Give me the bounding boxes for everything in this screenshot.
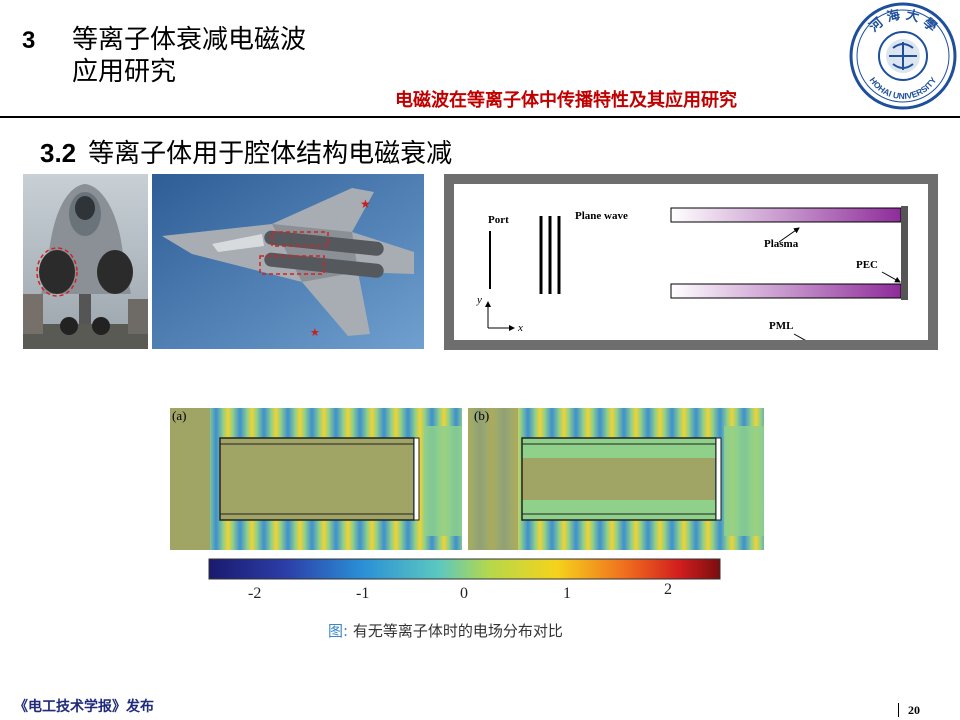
page-number-separator: [898, 703, 899, 717]
caption-prefix: 图:: [328, 622, 349, 640]
header-divider: [0, 116, 960, 118]
figure-caption: 图: 有无等离子体时的电场分布对比: [328, 620, 563, 641]
colorbar-tick: -2: [248, 585, 262, 602]
heading-title: 等离子体用于腔体结构电磁衰减: [88, 139, 453, 169]
section-title: 等离子体衰减电磁波 应用研究: [72, 24, 306, 88]
colorbar: [208, 558, 721, 580]
cavity-schematic: Port Plane wave Plasma PEC PML y x: [444, 174, 938, 350]
panel-a-label: (a): [172, 408, 187, 423]
slide-subtitle: 电磁波在等离子体中传播特性及其应用研究: [395, 90, 737, 111]
section-title-line1: 等离子体衰减电磁波: [72, 25, 307, 55]
page-number: 20: [908, 703, 920, 717]
colorbar-tick: 0: [460, 585, 468, 602]
colorbar-tick: 2: [664, 581, 672, 598]
stealth-jet-photo: ★ ★: [152, 174, 424, 349]
colorbar-tick: 1: [563, 585, 571, 602]
pec-label: PEC: [856, 259, 878, 271]
axis-y-label: y: [477, 294, 482, 306]
pml-label: PML: [769, 320, 794, 332]
caption-text: 有无等离子体时的电场分布对比: [348, 622, 563, 640]
plane-wave-label: Plane wave: [575, 210, 628, 222]
section-title-line2: 应用研究: [72, 57, 177, 87]
heading-number: 3.2: [40, 138, 77, 168]
fighter-jet-front-photo: [23, 174, 148, 349]
colorbar-tick: -1: [356, 585, 370, 602]
section-number: 3: [22, 27, 36, 54]
panel-b-label: (b): [474, 408, 490, 423]
content-heading: 3.2 等离子体用于腔体结构电磁衰减: [40, 133, 452, 170]
port-label: Port: [488, 214, 509, 226]
publisher-footer: 《电工技术学报》发布: [14, 699, 154, 715]
svg-text:★: ★: [360, 197, 371, 211]
field-distribution-plots: (a) (b): [168, 406, 766, 552]
schematic-canvas: Port Plane wave Plasma PEC PML y x: [454, 184, 928, 340]
axis-x-label: x: [518, 322, 523, 334]
plasma-label: Plasma: [764, 238, 799, 250]
svg-text:★: ★: [310, 326, 320, 339]
university-logo: 河 海 大 學 HOHAI UNIVERSITY: [848, 0, 958, 112]
